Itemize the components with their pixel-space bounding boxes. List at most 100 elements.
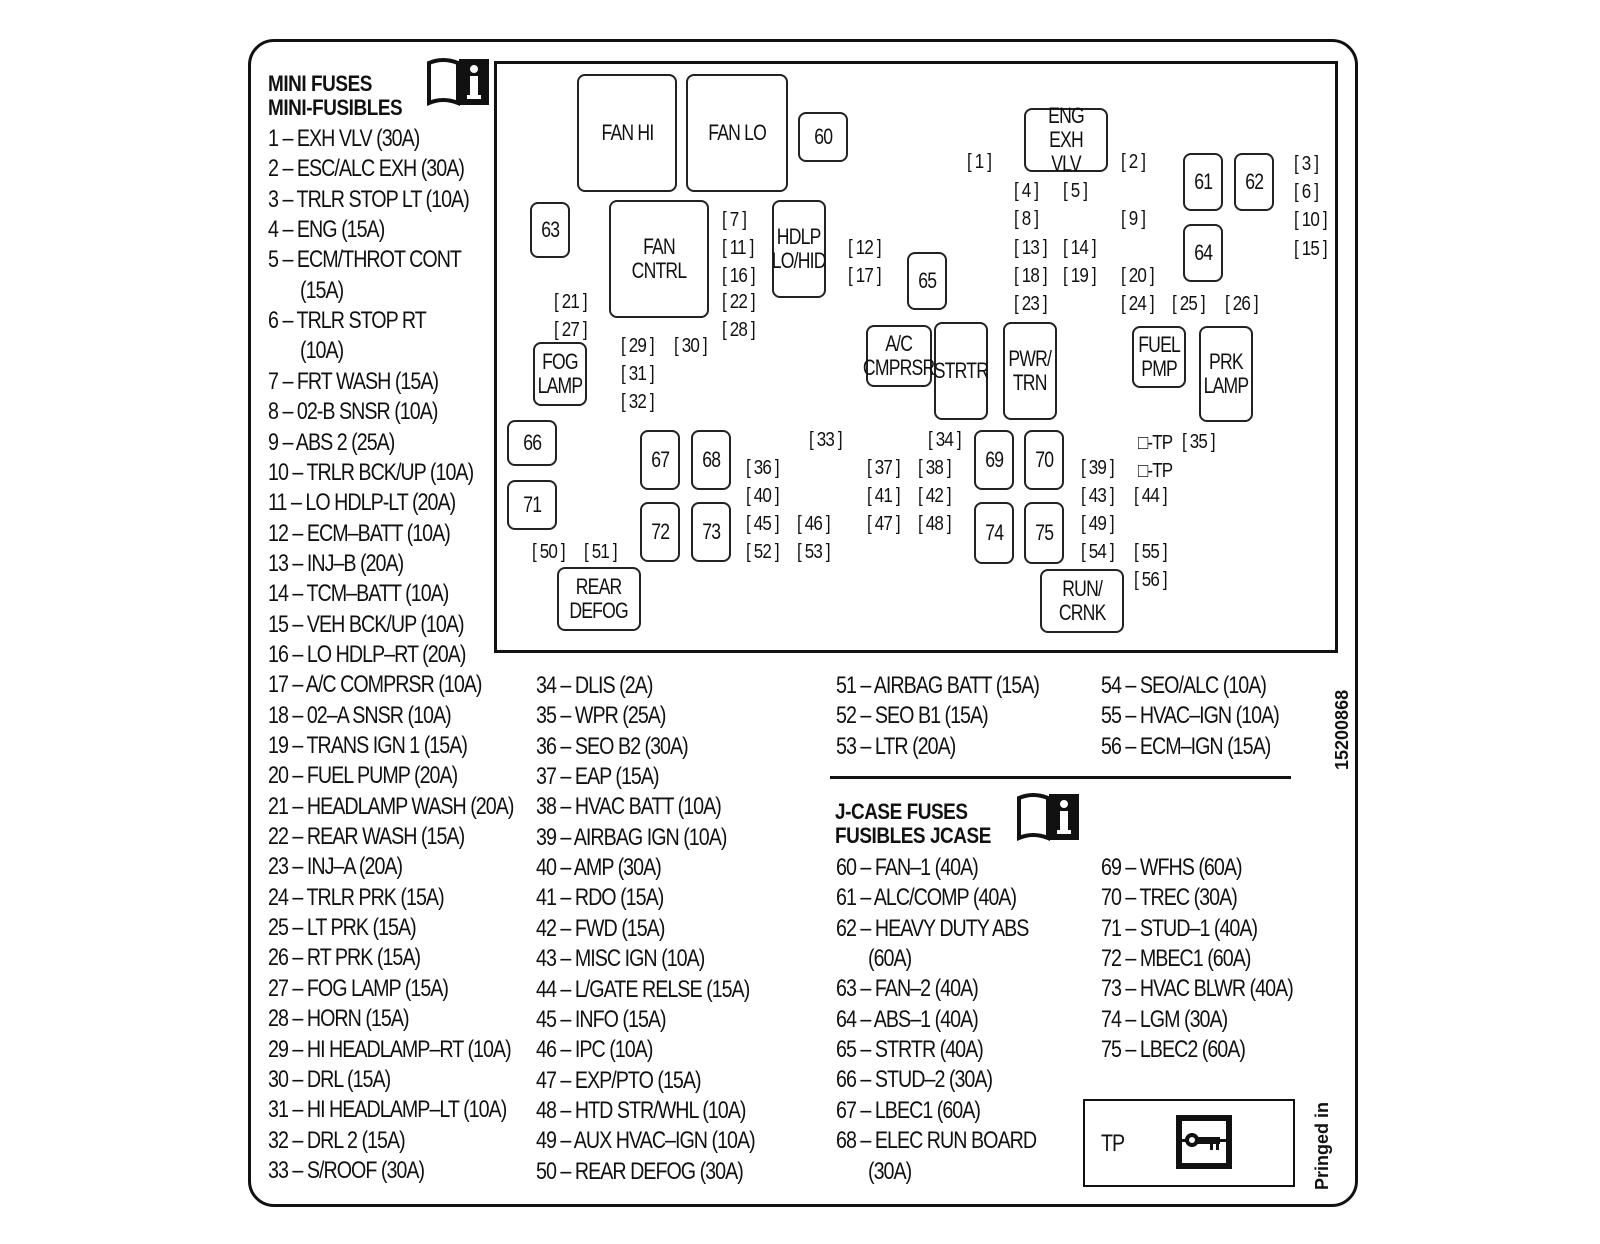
mini-fuse-slot-31: [ 31 ] xyxy=(621,363,655,385)
list-col1-entry: 7 – FRT WASH (15A) xyxy=(268,367,439,395)
list-col5-entry: 61 – ALC/COMP (40A) xyxy=(836,884,1017,912)
jcase-fuse-68: 68 xyxy=(691,430,731,490)
list-col2-entry: 44 – L/GATE RELSE (15A) xyxy=(536,975,750,1003)
list-col1-entry: 9 – ABS 2 (25A) xyxy=(268,428,395,456)
tp-marker-2: □-TP xyxy=(1138,460,1173,482)
list-col5-entry: 62 – HEAVY DUTY ABS xyxy=(836,914,1029,942)
list-col1-entry: 25 – LT PRK (15A) xyxy=(268,914,417,942)
jcase-fuse-65: 65 xyxy=(907,252,947,310)
list-col2-entry: 49 – AUX HVAC–IGN (10A) xyxy=(536,1127,756,1155)
list-col6-entry: 71 – STUD–1 (40A) xyxy=(1101,914,1258,942)
list-col4-entry: 56 – ECM–IGN (15A) xyxy=(1101,732,1271,760)
mini-fuse-slot-29: [ 29 ] xyxy=(621,335,655,357)
list-col1-entry: 3 – TRLR STOP LT (10A) xyxy=(268,185,470,213)
list-col2-entry: 36 – SEO B2 (30A) xyxy=(536,732,689,760)
jcase-fuse-67: 67 xyxy=(640,430,680,490)
list-col1-entry: 1 – EXH VLV (30A) xyxy=(268,125,420,152)
relay-eng-exh: ENG EXH VLV xyxy=(1024,104,1108,176)
list-col4-entry: 54 – SEO/ALC (10A) xyxy=(1101,672,1267,699)
mini-fuse-slot-50: [ 50 ] xyxy=(532,541,566,563)
list-col1-entry: 2 – ESC/ALC EXH (30A) xyxy=(268,155,465,183)
relay-prk-lamp: PRK LAMP xyxy=(1199,326,1253,422)
relay-fan-lo: FAN LO xyxy=(686,74,788,192)
jcase-fuse-63: 63 xyxy=(530,202,570,258)
list-col1-entry: 20 – FUEL PUMP (20A) xyxy=(268,762,458,790)
mini-fuse-slot-11: [ 11 ] xyxy=(722,237,754,259)
list-col1-entry: 30 – DRL (15A) xyxy=(268,1065,391,1093)
list-col5-entry: (30A) xyxy=(868,1157,912,1185)
list-col6-entry: 75 – LBEC2 (60A) xyxy=(1101,1036,1246,1064)
jcase-fuse-73: 73 xyxy=(691,502,731,562)
fuse-label-card xyxy=(248,39,1358,1207)
mini-fuse-slot-42: [ 42 ] xyxy=(918,485,952,507)
jcase-fuse-64: 64 xyxy=(1183,224,1223,282)
mini-fuse-slot-39: [ 39 ] xyxy=(1081,457,1115,479)
list-col2-entry: 39 – AIRBAG IGN (10A) xyxy=(536,823,727,851)
mini-fuse-slot-7: [ 7 ] xyxy=(722,209,747,231)
mini-fuse-slot-19: [ 19 ] xyxy=(1063,265,1097,287)
jcase-fuse-70: 70 xyxy=(1024,430,1064,490)
relay-fan-cntrl: FAN CNTRL xyxy=(609,200,709,318)
list-col2-entry: 47 – EXP/PTO (15A) xyxy=(536,1066,702,1094)
list-col1-entry: 16 – LO HDLP–RT (20A) xyxy=(268,640,466,668)
mini-fuse-slot-17: [ 17 ] xyxy=(848,265,882,287)
jcase-fuse-61: 61 xyxy=(1183,153,1223,211)
list-col2-entry: 50 – REAR DEFOG (30A) xyxy=(536,1157,744,1185)
mini-fuse-slot-54: [ 54 ] xyxy=(1081,541,1115,563)
printed-in-label: Pringed in xyxy=(1312,1101,1332,1190)
list-col2-entry: 43 – MISC IGN (10A) xyxy=(536,945,705,973)
relay-rear-defog: REAR DEFOG xyxy=(557,567,641,631)
list-col1-entry: 10 – TRLR BCK/UP (10A) xyxy=(268,458,474,486)
mini-fuse-slot-18: [ 18 ] xyxy=(1014,265,1048,287)
list-col2-entry: 45 – INFO (15A) xyxy=(536,1005,667,1033)
mini-fuse-slot-47: [ 47 ] xyxy=(867,513,901,535)
relay-fuel-pmp: FUEL PMP xyxy=(1132,326,1186,388)
list-col1-entry: 33 – S/ROOF (30A) xyxy=(268,1156,425,1184)
mini-fuse-slot-4: [ 4 ] xyxy=(1014,180,1039,202)
mini-fuses-subtitle: MINI-FUSIBLES xyxy=(268,95,403,120)
mini-fuses-title: MINI FUSES xyxy=(268,71,372,96)
relay-hdlp: HDLP LO/HID xyxy=(772,200,827,298)
mini-fuse-slot-43: [ 43 ] xyxy=(1081,485,1115,507)
mini-fuse-slot-52: [ 52 ] xyxy=(746,541,780,563)
mini-fuse-slot-23: [ 23 ] xyxy=(1014,293,1048,315)
list-col1-entry: 13 – INJ–B (20A) xyxy=(268,549,404,577)
mini-fuse-slot-53: [ 53 ] xyxy=(797,541,831,563)
mini-fuse-slot-45: [ 45 ] xyxy=(746,513,780,535)
jcase-fuse-69: 69 xyxy=(974,430,1014,490)
list-col2-entry: 41 – RDO (15A) xyxy=(536,884,664,912)
mini-fuse-slot-30: [ 30 ] xyxy=(674,335,708,357)
mini-fuse-slot-41: [ 41 ] xyxy=(867,485,901,507)
relay-fan-hi: FAN HI xyxy=(577,74,677,192)
jcase-fuse-62: 62 xyxy=(1234,153,1274,211)
mini-fuse-slot-5: [ 5 ] xyxy=(1063,180,1088,202)
list-col1-entry: 18 – 02–A SNSR (10A) xyxy=(268,701,452,729)
list-col4-entry: 55 – HVAC–IGN (10A) xyxy=(1101,702,1280,730)
list-col5-entry: 63 – FAN–2 (40A) xyxy=(836,975,979,1003)
part-number: 15200868 xyxy=(1332,689,1352,770)
jcase-fuse-71: 71 xyxy=(507,480,557,530)
mini-fuse-slot-3: [ 3 ] xyxy=(1294,153,1319,175)
fuse-box-diagram xyxy=(494,61,1338,653)
list-col1-entry: 27 – FOG LAMP (15A) xyxy=(268,974,449,1002)
mini-fuse-slot-10: [ 10 ] xyxy=(1294,209,1328,231)
list-col2-entry: 34 – DLIS (2A) xyxy=(536,672,653,699)
mini-fuse-slot-35: [ 35 ] xyxy=(1182,431,1216,453)
tp-label: TP xyxy=(1101,1130,1125,1157)
list-col5-entry: 66 – STUD–2 (30A) xyxy=(836,1066,993,1094)
mini-fuse-slot-44: [ 44 ] xyxy=(1134,485,1168,507)
list-col1-entry: 12 – ECM–BATT (10A) xyxy=(268,519,451,547)
list-col1-entry: 31 – HI HEADLAMP–LT (10A) xyxy=(268,1096,507,1124)
list-col3-entry: 53 – LTR (20A) xyxy=(836,732,956,760)
mini-fuse-slot-32: [ 32 ] xyxy=(621,391,655,413)
list-col1-entry: 19 – TRANS IGN 1 (15A) xyxy=(268,732,468,759)
list-col1-entry: 22 – REAR WASH (15A) xyxy=(268,823,465,851)
relay-fog-lamp: FOG LAMP xyxy=(533,342,587,406)
list-col6-entry: 74 – LGM (30A) xyxy=(1101,1005,1228,1033)
mini-fuse-slot-40: [ 40 ] xyxy=(746,485,780,507)
jcase-fuse-74: 74 xyxy=(974,502,1014,564)
mini-fuse-slot-16: [ 16 ] xyxy=(722,265,756,287)
mini-fuse-slot-2: [ 2 ] xyxy=(1121,151,1146,173)
mini-fuse-slot-26: [ 26 ] xyxy=(1225,293,1259,315)
list-col1-entry: (15A) xyxy=(300,276,344,304)
